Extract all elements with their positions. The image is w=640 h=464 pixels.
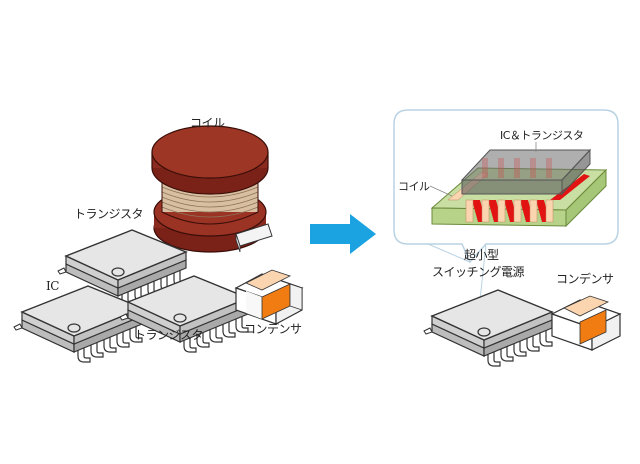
transistor-label-2: トランジスタ [134, 328, 204, 342]
module-label-line1: 超小型 [464, 248, 499, 262]
power-module-cutaway [429, 142, 608, 228]
callout-title-label: IC＆トランジスタ [500, 129, 584, 142]
module-label-line2: スイッチング電源 [432, 265, 525, 279]
ic-label: IC [46, 279, 59, 293]
coil-component [151, 125, 273, 253]
coil-label: コイル [190, 116, 225, 130]
capacitor-label-right: コンデンサ [556, 272, 614, 286]
capacitor-left [234, 269, 304, 326]
switching-power-supply-chip [423, 289, 553, 367]
capacitor-right [550, 295, 622, 351]
transistor-label-1: トランジスタ [74, 207, 144, 221]
callout-coil-label: コイル [398, 180, 430, 193]
capacitor-label-left: コンデンサ [244, 322, 302, 336]
arrow-right-icon [310, 214, 376, 254]
